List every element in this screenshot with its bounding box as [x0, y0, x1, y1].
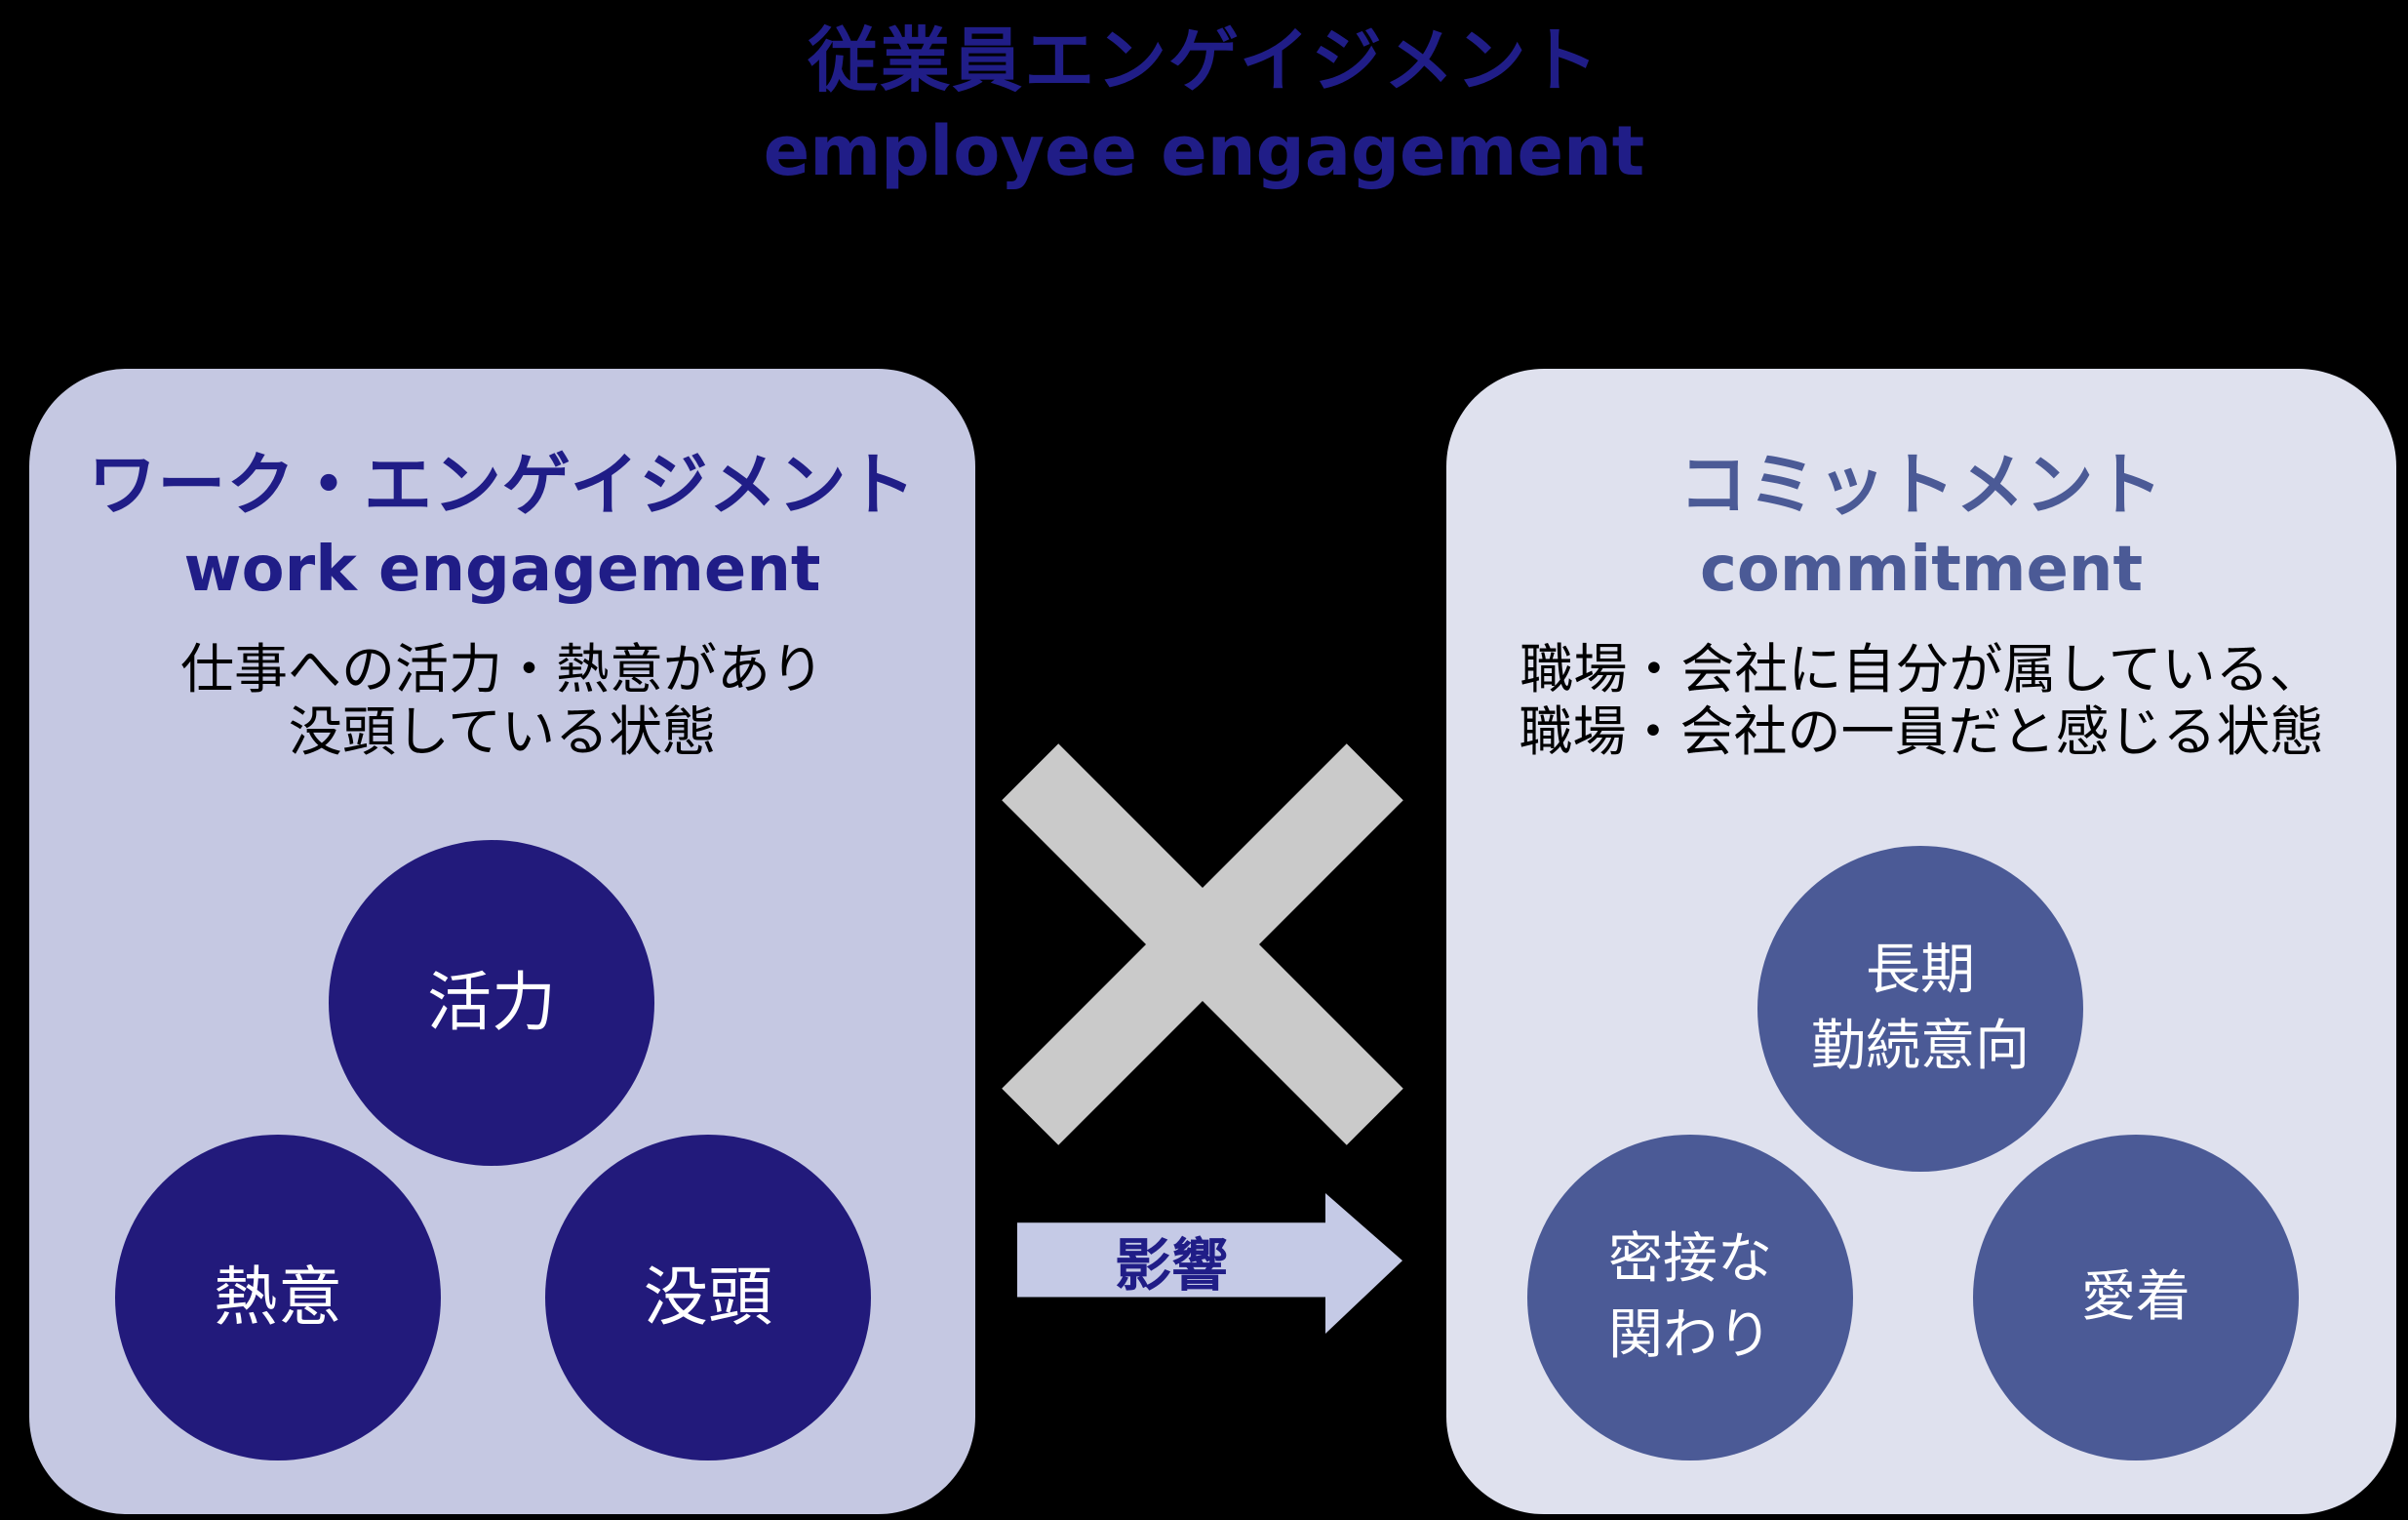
circle-long-term-retention-label-line1: 長期	[1866, 938, 1975, 1002]
commitment-description-line1: 職場・会社に自分が属している、	[1520, 638, 2323, 700]
circle-close-involvement-label-line2: 関わり	[1608, 1303, 1772, 1367]
circle-enthusiasm: 熱意	[115, 1135, 441, 1460]
diagram-title-english: employee engagement	[763, 111, 1645, 191]
circle-absorption-label: 没頭	[644, 1260, 772, 1336]
circle-attachment-label: 愛着	[2081, 1264, 2191, 1329]
influence-arrow-label: 影響	[1114, 1231, 1228, 1299]
commitment-description: 職場・会社に自分が属している、 職場・会社の一員だと感じる状態	[1446, 638, 2396, 763]
work-engagement-box: ワーク・エンゲイジメント work engagement 仕事への活力・熱意があ…	[29, 369, 975, 1514]
work-engagement-description-line2: 没頭している状態	[288, 700, 717, 763]
commitment-title-japanese: コミットメント	[1678, 445, 2164, 525]
diagram-title-japanese: 従業員エンゲイジメント	[808, 20, 1600, 101]
diagram-title: 従業員エンゲイジメント employee engagement	[0, 25, 2408, 185]
circle-long-term-retention-label-line2: 勤続意向	[1811, 1015, 2030, 1078]
influence-arrow: 影響	[1017, 1193, 1402, 1334]
circle-enthusiasm-label: 熱意	[214, 1260, 342, 1336]
commitment-description-line2: 職場・会社の一員だと感じる状態	[1519, 700, 2324, 763]
multiply-icon	[1002, 743, 1403, 1145]
circle-close-involvement-label-line1: 密接な	[1608, 1226, 1772, 1291]
circle-vitality-label: 活力	[427, 965, 556, 1041]
circle-vitality: 活力	[329, 840, 654, 1166]
work-engagement-title-japanese: ワーク・エンゲイジメント	[88, 445, 917, 525]
work-engagement-description: 仕事への活力・熱意があり 没頭している状態	[29, 638, 975, 763]
circle-long-term-retention-intention: 長期 勤続意向	[1757, 846, 2083, 1172]
work-engagement-title-english: work engagement	[183, 534, 821, 606]
commitment-box: コミットメント commitment 職場・会社に自分が属している、 職場・会社…	[1446, 369, 2396, 1514]
commitment-title-english: commitment	[1699, 534, 2144, 606]
work-engagement-description-line1: 仕事への活力・熱意があり	[179, 638, 824, 700]
circle-absorption: 没頭	[545, 1135, 871, 1460]
circle-attachment: 愛着	[1973, 1135, 2299, 1460]
circle-close-involvement: 密接な 関わり	[1527, 1135, 1853, 1460]
